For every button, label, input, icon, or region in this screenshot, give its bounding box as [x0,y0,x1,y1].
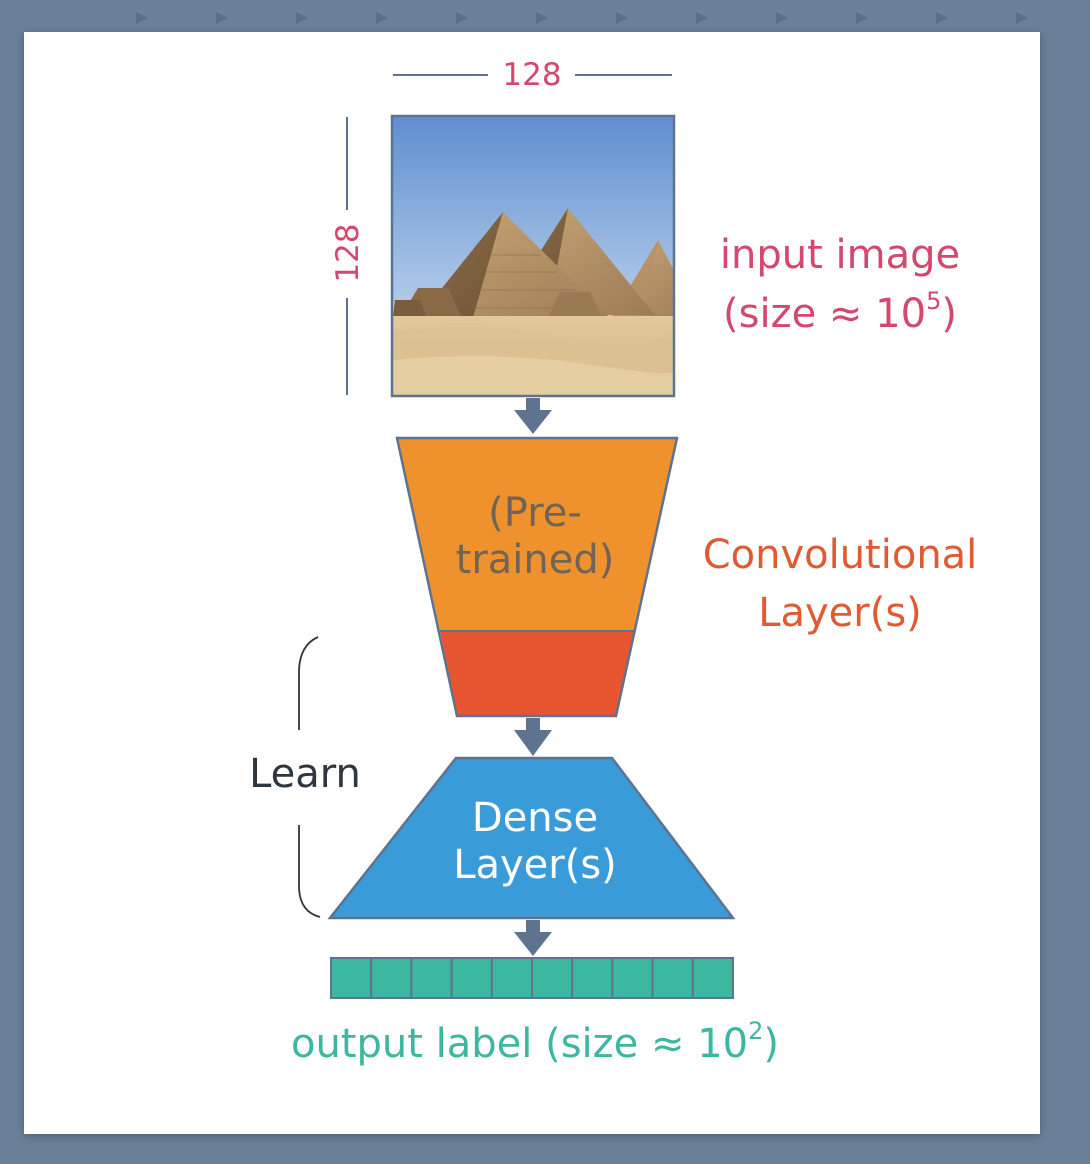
play-icon [136,12,148,24]
input-image-label: input image (size ≈ 105) [690,226,990,343]
output-vector-cell [490,957,533,999]
conv-trainable-section [440,631,634,716]
output-label: output label (size ≈ 102) [250,1018,820,1066]
conv-pretrained-section [397,438,677,631]
play-icon [216,12,228,24]
dense-layer-label-line1: Dense [471,795,599,841]
top-strip [136,12,1028,24]
dense-layer-block [327,756,736,920]
conv-block-label-line2: trained) [455,537,615,584]
width-value: 128 [502,57,562,93]
output-vector-cell [611,957,654,999]
learn-bracket [298,636,321,918]
play-icon [936,12,948,24]
output-size-suffix: ) [763,1021,779,1067]
output-vector-cell [691,957,734,999]
conv-layer-label-line2: Layer(s) [758,590,922,636]
input-size-prefix: (size ≈ 10 [723,291,927,337]
conv-layer-label: Convolutional Layer(s) [675,526,1005,642]
play-icon [856,12,868,24]
play-triangle-row [136,12,1028,24]
play-icon [616,12,628,24]
input-size-exponent: 5 [926,287,942,315]
play-icon [456,12,468,24]
input-size-suffix: ) [941,291,957,337]
play-icon [376,12,388,24]
arrow-down-icon [514,398,552,434]
height-value: 128 [329,223,366,283]
play-icon [776,12,788,24]
play-icon [536,12,548,24]
pyramids-photo [392,116,674,396]
output-size-exponent: 2 [748,1017,764,1045]
arrow-down-icon [514,920,552,956]
play-icon [296,12,308,24]
input-image-label-line2: (size ≈ 105) [690,284,990,343]
output-vector-cell [651,957,694,999]
output-vector-cell [531,957,574,999]
arrow-down-icon [514,718,552,756]
output-vector-cell [370,957,413,999]
output-vector-cell [571,957,614,999]
learn-label: Learn [249,751,361,797]
input-image-border [390,114,676,398]
output-vector [330,957,734,999]
play-icon [1016,12,1028,24]
dense-layer-label: Dense Layer(s) [420,795,650,889]
output-vector-cell [330,957,373,999]
output-vector-cell [450,957,493,999]
conv-block-label-line1: (Pre- [488,490,582,536]
play-icon [696,12,708,24]
output-size-prefix: output label (size ≈ 10 [291,1021,749,1067]
conv-block-outline [395,436,679,718]
dense-layer-label-line2: Layer(s) [453,842,617,889]
conv-block-label: (Pre- trained) [410,490,660,584]
conv-layer-label-line1: Convolutional [702,532,978,578]
output-vector-cell [410,957,453,999]
input-image-label-line1: input image [719,232,961,278]
